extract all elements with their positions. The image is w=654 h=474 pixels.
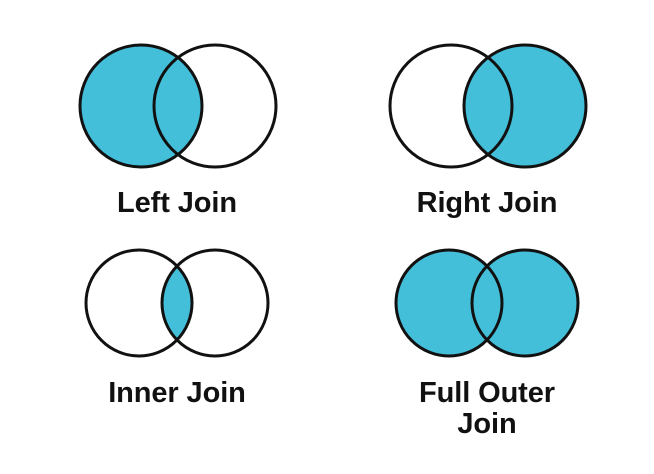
venn-figure-inner-join — [84, 248, 270, 358]
venn-cell-full-outer-join: Full Outer Join — [370, 244, 604, 441]
left-circle-outline — [78, 43, 204, 169]
left-circle-fill — [396, 250, 502, 356]
left-circle-outline — [84, 248, 194, 358]
right-circle-outline — [462, 43, 588, 169]
right-circle-outline — [160, 248, 270, 358]
left-circle-outline — [388, 43, 514, 169]
right-circle-outline — [152, 43, 278, 169]
venn-cell-right-join: Right Join — [370, 38, 604, 219]
venn-label-inner-join: Inner Join — [108, 377, 246, 409]
venn-cell-left-join: Left Join — [60, 38, 294, 219]
right-circle-fill — [472, 250, 578, 356]
venn-label-full-outer-join: Full Outer Join — [419, 377, 555, 441]
left-circle-outline — [394, 248, 504, 358]
intersection-region — [154, 45, 202, 167]
venn-cell-inner-join: Inner Join — [60, 244, 294, 409]
right-circle-outline — [470, 248, 580, 358]
venn-figure-left-join — [78, 43, 278, 169]
left-circle-fill — [86, 250, 192, 356]
venn-label-right-join: Right Join — [416, 187, 558, 219]
intersection-region — [464, 45, 512, 167]
venn-figure-right-join — [388, 43, 588, 169]
right-circle-fill — [162, 250, 268, 356]
venn-figure-full-outer-join — [394, 248, 580, 358]
venn-label-left-join: Left Join — [117, 187, 237, 219]
